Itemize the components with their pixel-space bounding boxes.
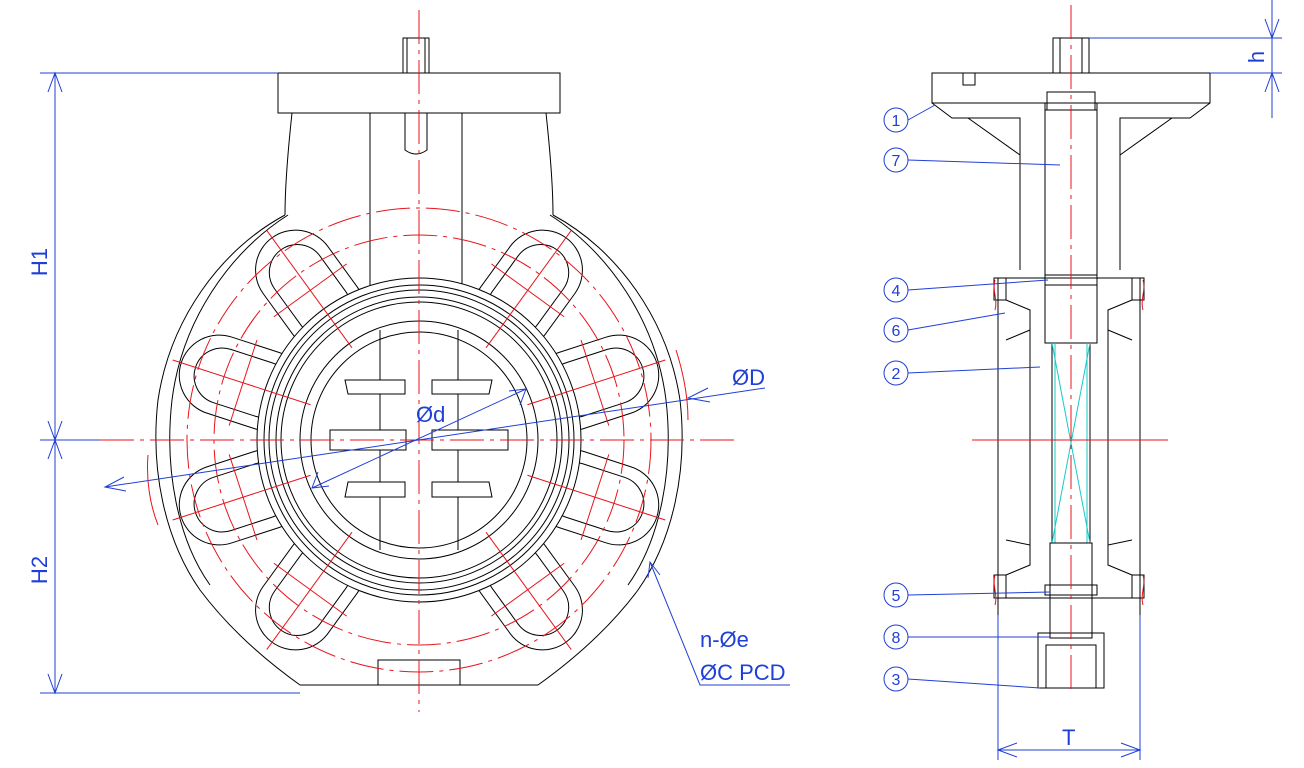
- dim-h: h: [1244, 51, 1269, 63]
- side-view: h T 1 7 4 6 2 5: [883, 0, 1282, 760]
- neck-left: [284, 112, 293, 216]
- dim-phi-D: ØD: [732, 365, 765, 390]
- body-outline-left: [155, 214, 301, 686]
- dim-T: T: [1062, 725, 1075, 750]
- pcd-circle: [186, 207, 652, 673]
- part-number-1: 1: [892, 113, 901, 130]
- part-callouts: 1 7 4 6 2 5 8 3: [883, 104, 1061, 692]
- dim-pcd: ØC PCD: [700, 660, 786, 685]
- dim-phi-d: Ød: [416, 402, 445, 427]
- keyway: [404, 113, 428, 155]
- body-outline-right: [537, 214, 683, 686]
- dim-H2: H2: [27, 556, 52, 584]
- part-number-2: 2: [892, 366, 901, 383]
- part-number-5: 5: [892, 588, 901, 605]
- part-number-8: 8: [892, 630, 901, 647]
- side-body: [997, 277, 1141, 599]
- front-dimensions: [40, 71, 790, 695]
- part-number-3: 3: [892, 672, 901, 689]
- dim-bolt-holes: n-Øe: [700, 627, 749, 652]
- front-view: H1 H2 ØD Ød n-Øe ØC PCD: [27, 10, 790, 712]
- dim-H1: H1: [27, 248, 52, 276]
- neck-right: [545, 112, 554, 216]
- part-number-6: 6: [892, 323, 901, 340]
- part-number-7: 7: [892, 153, 901, 170]
- stem-top: [402, 37, 430, 74]
- lug-centerlines: [172, 230, 666, 650]
- part-number-4: 4: [892, 283, 901, 300]
